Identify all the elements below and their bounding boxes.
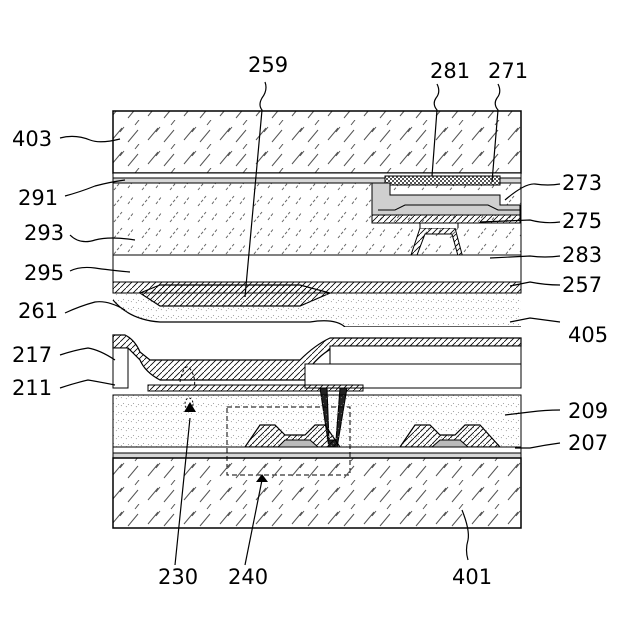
substrate-401	[113, 458, 521, 528]
substrate-403	[113, 111, 521, 173]
layer-207	[113, 447, 521, 453]
label-209: 209	[568, 399, 608, 423]
label-405: 405	[568, 323, 608, 347]
label-273: 273	[562, 171, 602, 195]
label-291: 291	[18, 186, 58, 210]
label-401: 401	[452, 565, 492, 589]
label-293: 293	[24, 221, 64, 245]
label-403: 403	[12, 127, 52, 151]
label-261: 261	[18, 299, 58, 323]
label-257: 257	[562, 273, 602, 297]
label-281: 281	[430, 59, 470, 83]
layer-405	[113, 327, 521, 332]
label-217: 217	[12, 343, 52, 367]
label-295: 295	[24, 261, 64, 285]
label-283: 283	[562, 243, 602, 267]
label-275: 275	[562, 209, 602, 233]
label-271: 271	[488, 59, 528, 83]
layer-261	[113, 293, 521, 325]
layer-295	[113, 255, 521, 282]
pixel-electrode	[148, 385, 363, 391]
label-211: 211	[12, 376, 52, 400]
layer-211	[113, 348, 128, 388]
label-240: 240	[228, 565, 268, 589]
label-259: 259	[248, 53, 288, 77]
label-207: 207	[568, 431, 608, 455]
label-230: 230	[158, 565, 198, 589]
